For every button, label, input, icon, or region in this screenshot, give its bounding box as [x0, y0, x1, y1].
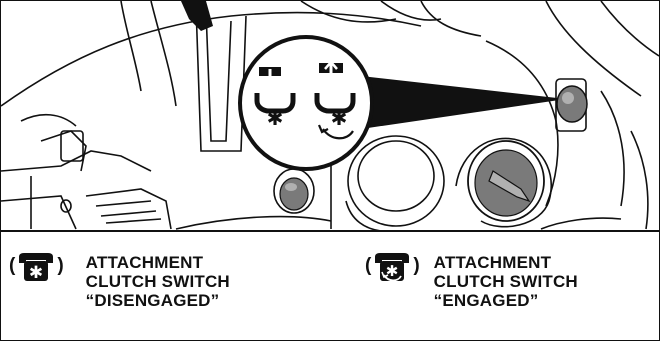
clutch-disengaged-icon: ✱ — [19, 253, 54, 283]
open-paren: ( — [365, 255, 372, 276]
svg-text:✱: ✱ — [386, 262, 399, 280]
legend-engaged: ( ✱ ) ATTACHMENT CLUTCH SWITCH “ENGAGED” — [365, 253, 578, 310]
svg-text:✱: ✱ — [267, 106, 284, 130]
dashboard-illustration: ✱ ✱ — [1, 1, 659, 231]
legend-line: “DISENGAGED” — [85, 291, 220, 310]
legend-line: “ENGAGED” — [433, 291, 539, 310]
legend-line: ATTACHMENT — [85, 253, 204, 272]
close-paren: ) — [57, 255, 64, 276]
legend-disengaged: ( ✱ ) ATTACHMENT CLUTCH SWITCH “DISENGAG… — [9, 253, 230, 310]
svg-text:✱: ✱ — [331, 106, 348, 130]
legend-engaged-text: ATTACHMENT CLUTCH SWITCH “ENGAGED” — [434, 253, 578, 310]
open-paren: ( — [9, 255, 16, 276]
magnified-disengaged-symbol: ✱ — [254, 67, 296, 130]
clutch-engaged-icon: ✱ — [375, 253, 410, 282]
divider-line — [1, 230, 659, 232]
magnified-engaged-symbol: ✱ — [314, 60, 356, 140]
legend-line: CLUTCH SWITCH — [85, 272, 230, 291]
legend-line: ATTACHMENT — [433, 253, 552, 272]
legend-line: CLUTCH SWITCH — [433, 272, 578, 291]
legend-disengaged-text: ATTACHMENT CLUTCH SWITCH “DISENGAGED” — [86, 253, 230, 310]
svg-text:✱: ✱ — [29, 263, 43, 283]
close-paren: ) — [413, 255, 420, 276]
